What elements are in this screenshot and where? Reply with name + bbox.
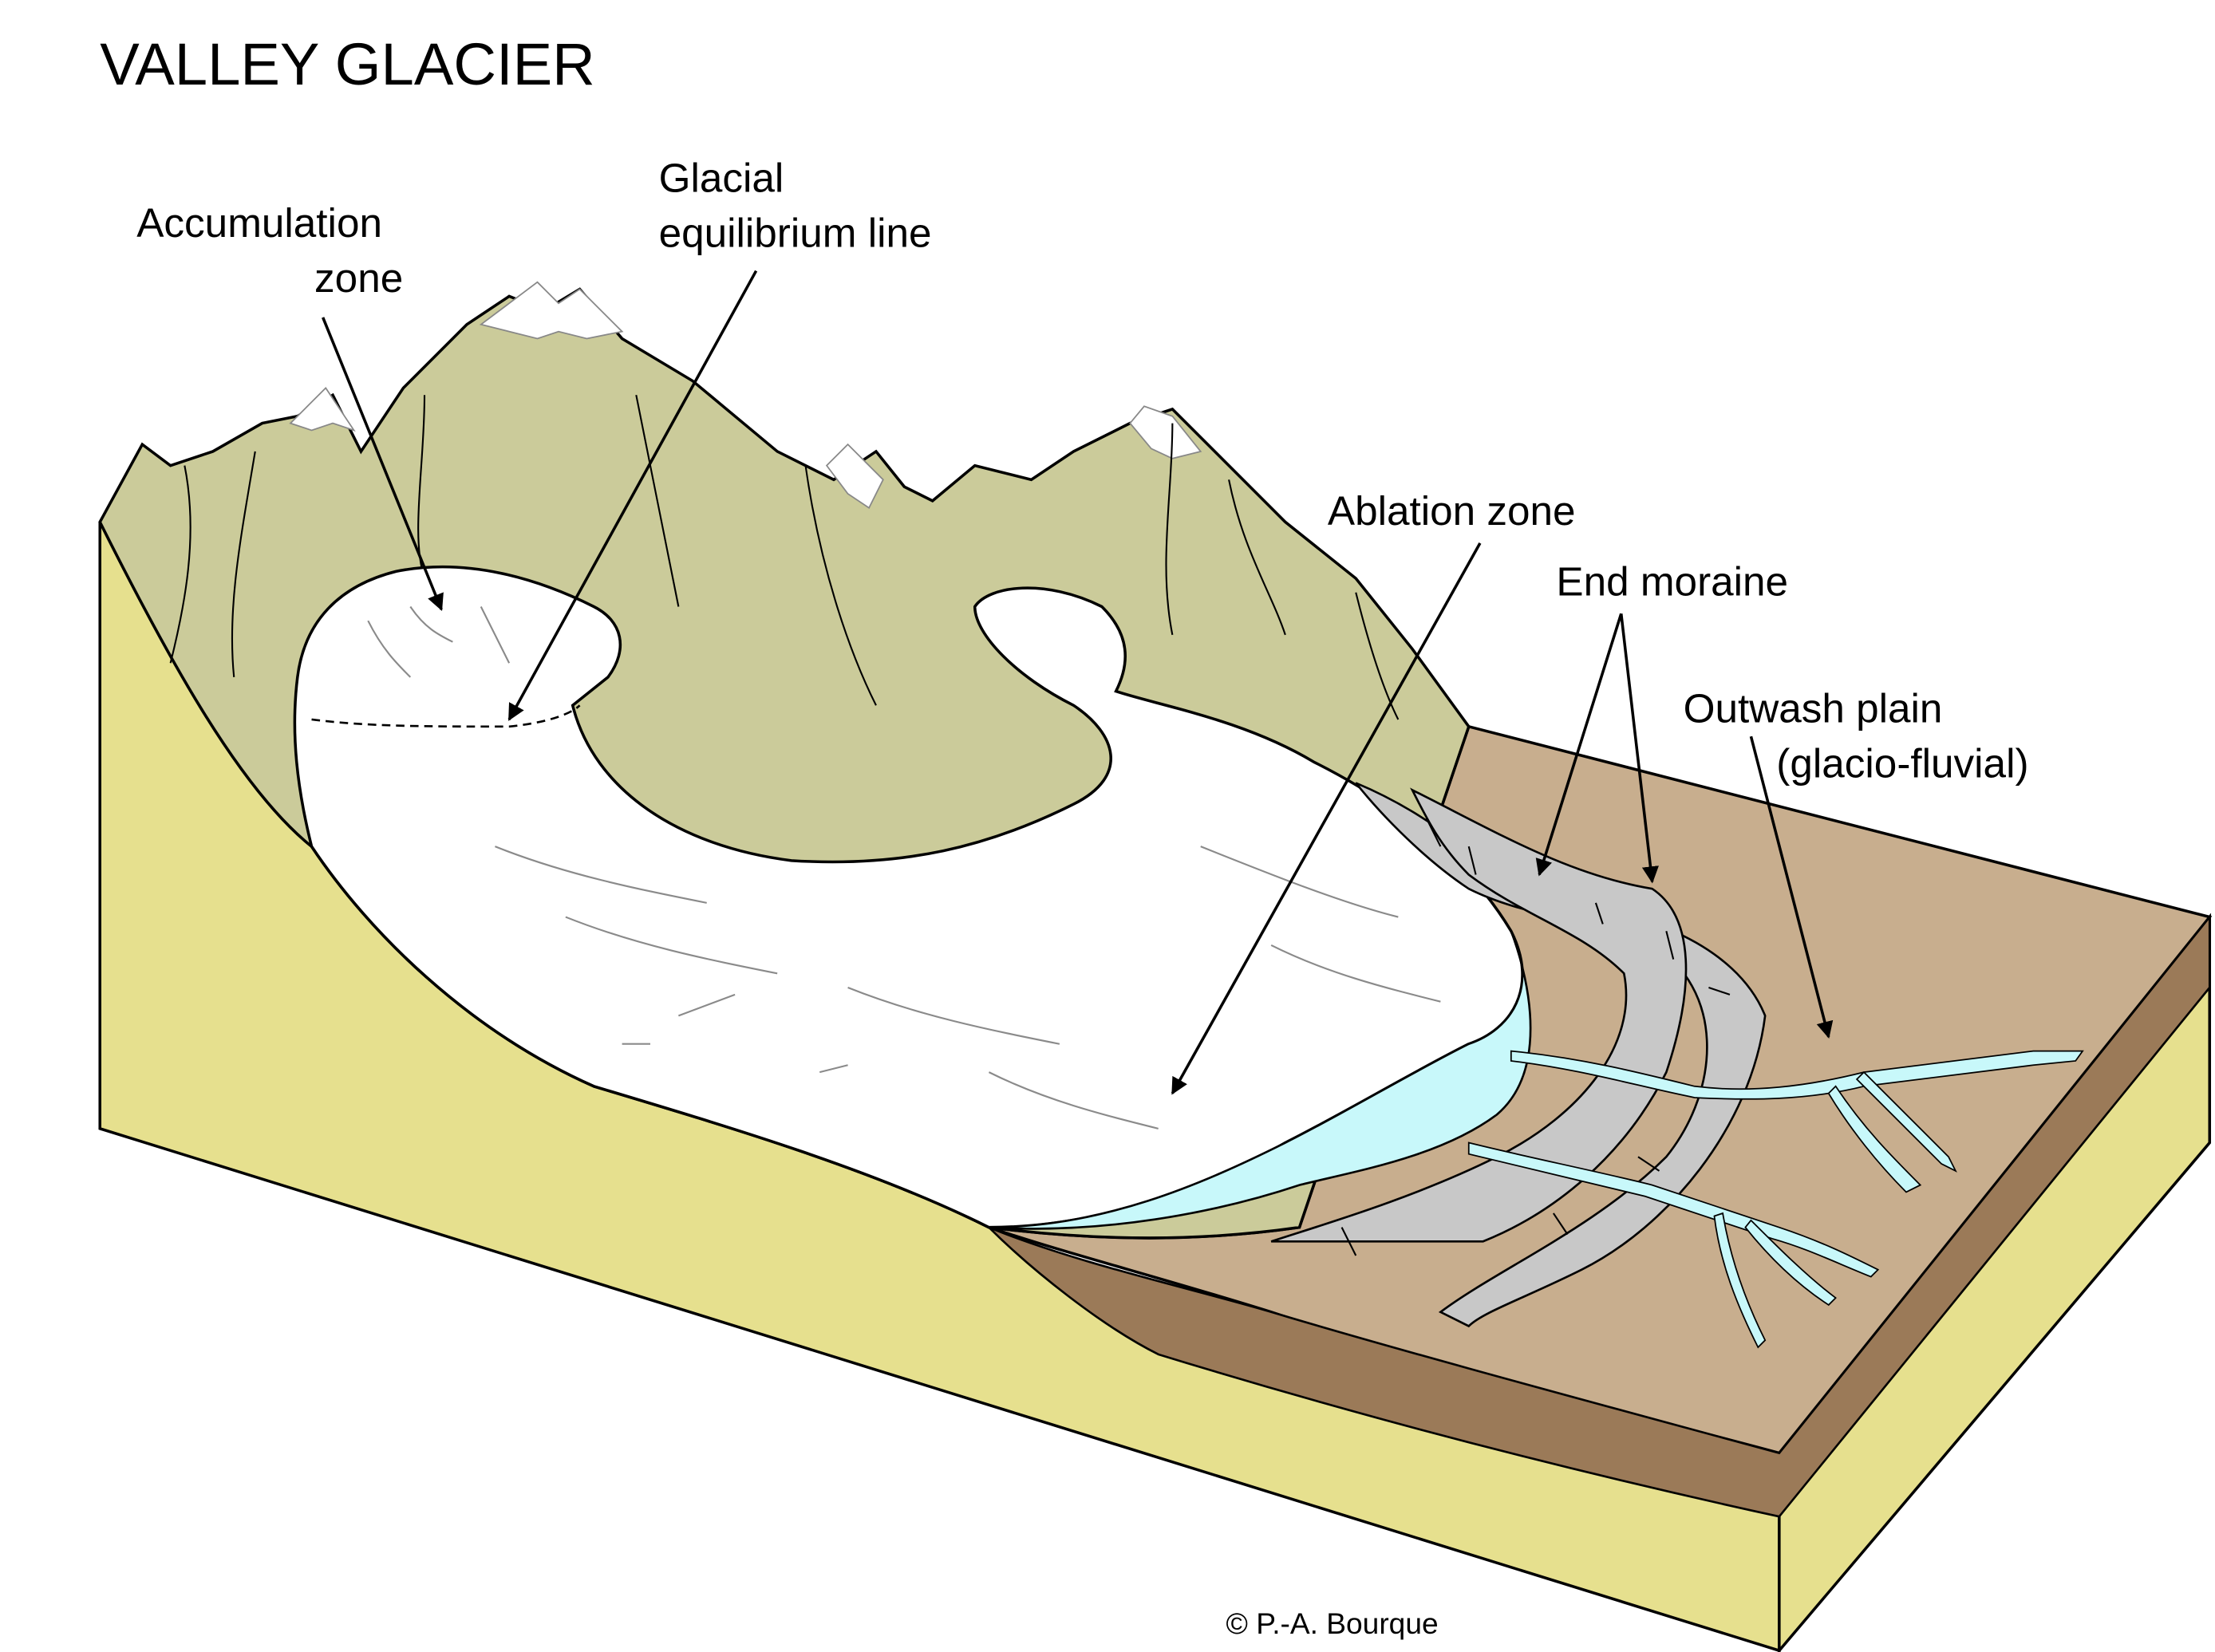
proglacial-lake <box>989 930 1532 1230</box>
accumulation-leader <box>322 317 444 611</box>
outwash-plain-side <box>988 913 2211 1518</box>
equilibrium-leader <box>507 270 758 721</box>
crevasse-lines <box>367 605 1441 1130</box>
label-outwash-line2: (glacio-fluvial) <box>1776 740 2028 786</box>
label-end-moraine: End moraine <box>1556 558 1788 604</box>
outwash-leader <box>1749 735 1834 1039</box>
snow-cap-left <box>289 386 356 432</box>
ablation-leader <box>1171 542 1482 1095</box>
diagram-title: VALLEY GLACIER <box>100 31 595 97</box>
label-accumulation-line1: Accumulation <box>136 200 382 246</box>
label-accumulation-line2: zone <box>314 255 403 301</box>
label-equilibrium-line2: equilibrium line <box>659 211 932 256</box>
end-moraine-inner <box>1270 787 1688 1243</box>
snow-cap-mid <box>825 443 884 509</box>
copyright-text: © P.-A. Bourque <box>1226 1607 1439 1640</box>
snow-cap-main <box>479 281 624 340</box>
equilibrium-line <box>311 704 581 728</box>
label-equilibrium-line1: Glacial <box>659 156 784 201</box>
end-moraine-leader-1 <box>1535 613 1623 877</box>
label-outwash-line1: Outwash plain <box>1684 686 1943 731</box>
moraine-texture <box>1340 818 1731 1256</box>
end-moraine-leader-2 <box>1620 613 1660 884</box>
meltwater-streams <box>1467 1050 2084 1349</box>
label-ablation-zone: Ablation zone <box>1328 488 1576 534</box>
snow-cap-right <box>1129 405 1202 459</box>
